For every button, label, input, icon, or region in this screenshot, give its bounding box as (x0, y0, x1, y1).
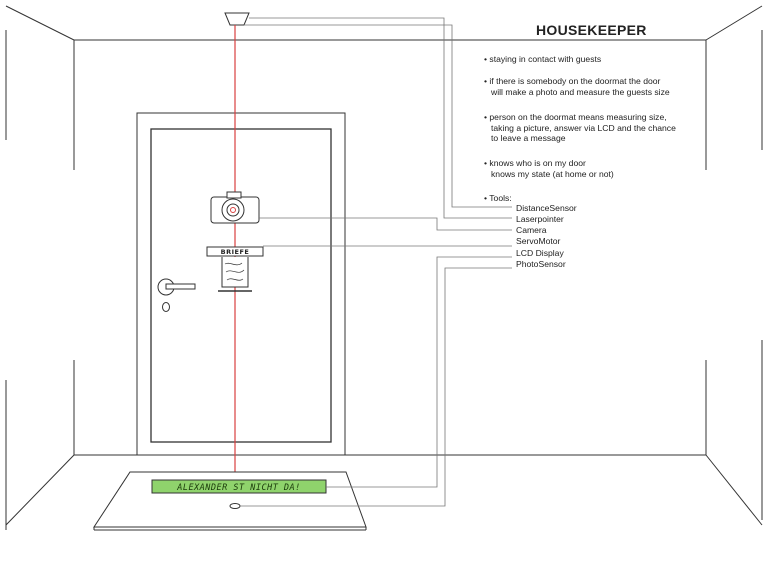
mailbox-slot (206, 246, 264, 292)
photo-sensor-icon (229, 503, 241, 509)
tool-lcd-display: LCD Display (516, 248, 564, 258)
door-handle[interactable] (157, 278, 196, 312)
room-walls (5, 5, 763, 530)
bullet-knows-visitor: • knows who is on my door knows my state… (484, 158, 614, 179)
tool-photo-sensor: PhotoSensor (516, 259, 566, 269)
tool-laserpointer: Laserpointer (516, 214, 564, 224)
tool-servo-motor: ServoMotor (516, 236, 561, 246)
page-title: HOUSEKEEPER (536, 22, 647, 38)
tool-camera: Camera (516, 225, 547, 235)
tools-heading: • Tools: (484, 193, 512, 203)
bullet-doormat-photo: • if there is somebody on the doormat th… (484, 76, 670, 97)
door (136, 112, 346, 456)
bullet-contact: • staying in contact with guests (484, 54, 602, 64)
mailbox-sign-text: BRIEFE (221, 248, 250, 256)
distance-sensor-icon (224, 12, 250, 26)
lcd-message: ALEXANDER ST NICHT DA! (176, 483, 301, 493)
tool-distance-sensor: DistanceSensor (516, 203, 577, 213)
connector-lines (240, 17, 512, 507)
camera-icon (210, 191, 260, 224)
bullet-measuring: • person on the doormat means measuring … (484, 112, 676, 143)
lcd-display (151, 479, 327, 494)
